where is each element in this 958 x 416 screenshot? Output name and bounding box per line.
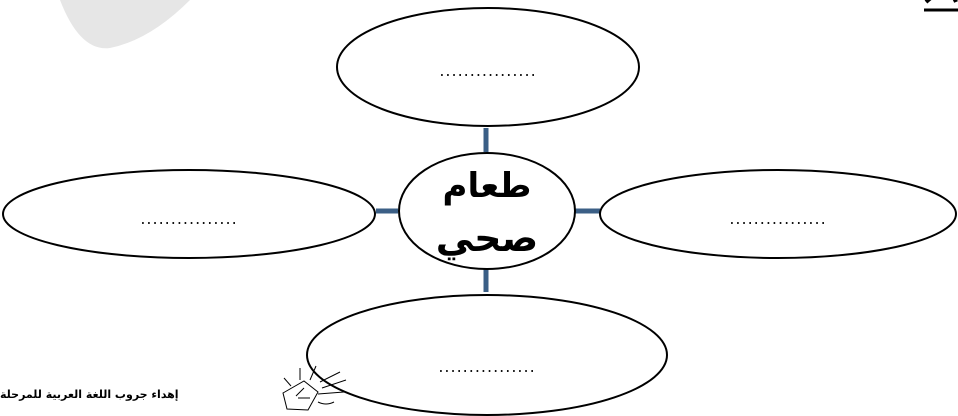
center-node: طعام صحي bbox=[398, 152, 576, 270]
branch-left: ................ bbox=[2, 169, 376, 259]
background-blob bbox=[60, 0, 190, 49]
clock-doodle-icon bbox=[282, 365, 347, 411]
branch-top-placeholder: ................ bbox=[439, 61, 536, 80]
center-title-line2: صحي bbox=[436, 216, 539, 260]
footer-credit: إهداء جروب اللغة العربية للمرحلة bbox=[0, 388, 179, 401]
corner-heading-fragment bbox=[924, 0, 958, 12]
branch-bottom-placeholder: ................ bbox=[438, 357, 535, 376]
branch-right: ................ bbox=[599, 169, 957, 259]
branch-left-placeholder: ................ bbox=[140, 209, 237, 228]
branch-top: ................ bbox=[336, 7, 640, 127]
branch-bottom: ................ bbox=[306, 294, 668, 416]
branch-right-placeholder: ................ bbox=[729, 209, 826, 228]
center-title-line1: طعام bbox=[443, 166, 532, 206]
